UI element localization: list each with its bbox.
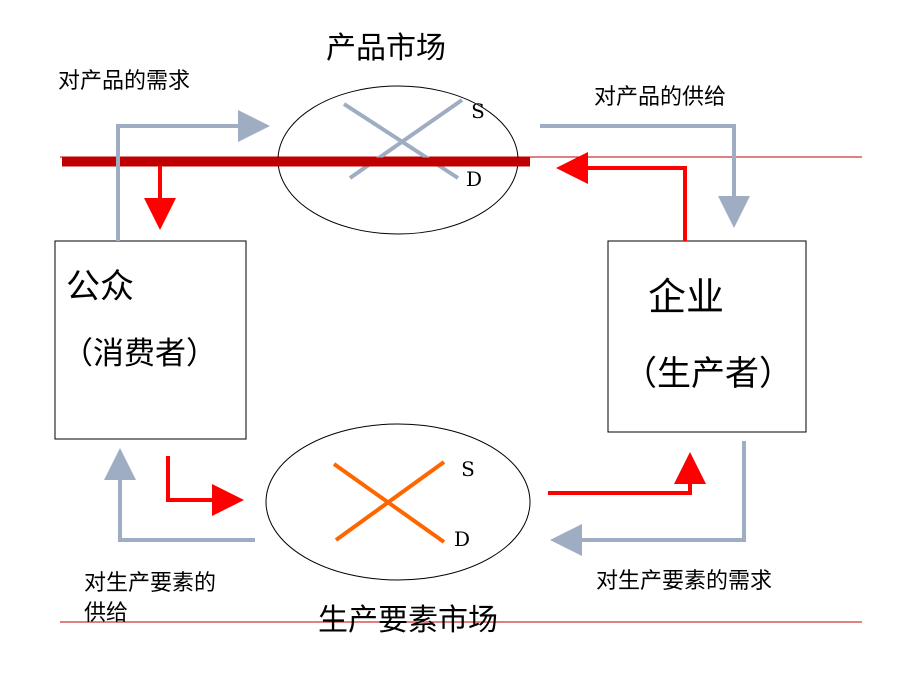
factor-demand-flow-arrow xyxy=(550,441,746,556)
factor-supply-label: S xyxy=(461,457,475,481)
supply-of-products-label: 对产品的供给 xyxy=(594,85,726,110)
firms-box xyxy=(607,240,807,433)
firms-title: 企业 xyxy=(648,275,724,319)
factor-supply-line xyxy=(334,460,446,542)
money-to-firms-arrow xyxy=(548,452,706,495)
product-demand-label: D xyxy=(466,167,482,191)
factor-supply-flow-arrow xyxy=(104,448,255,542)
product-supply-flow-arrow xyxy=(540,124,750,228)
households-box xyxy=(54,240,247,440)
product-demand-flow-arrow xyxy=(116,110,270,241)
firms-subtitle: （生产者） xyxy=(623,354,793,394)
households-subtitle: （消费者） xyxy=(62,336,217,372)
households-title: 公众 xyxy=(66,267,134,307)
factor-demand-line xyxy=(332,462,446,544)
product-supply-label: S xyxy=(471,99,485,123)
factor-demand-label: D xyxy=(454,527,470,551)
supply-of-factors-label-line2: 供给 xyxy=(84,601,128,626)
factor-market-ellipse xyxy=(265,423,531,581)
demand-for-factors-label: 对生产要素的需求 xyxy=(596,569,772,594)
money-to-factor-market-arrow xyxy=(166,456,244,516)
factor-market-title: 生产要素市场 xyxy=(318,603,498,638)
money-to-product-market-arrow xyxy=(556,152,687,241)
product-market-title: 产品市场 xyxy=(326,31,446,66)
demand-for-products-label: 对产品的需求 xyxy=(58,69,190,94)
supply-of-factors-label-line1: 对生产要素的 xyxy=(84,571,216,596)
